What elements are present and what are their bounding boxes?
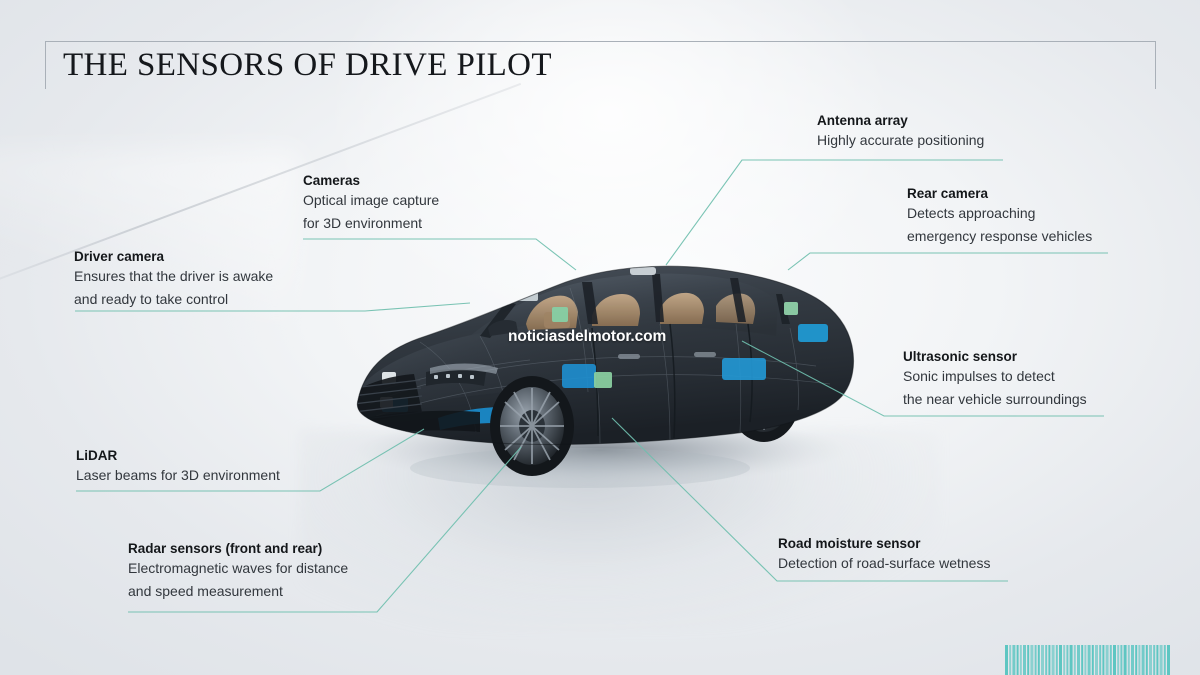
callout-title: Cameras [303,173,361,188]
callout-line: Sonic impulses to detect [903,368,1055,384]
hood-highlight [357,320,682,408]
vehicle-illustration [330,232,890,522]
vehicle-shadow-soft [410,448,750,488]
callout-title: Radar sensors (front and rear) [128,541,323,556]
studio-backdrop-light [0,150,300,330]
callout-ultrasonic-sensor: Ultrasonic sensor Sonic impulses to dete… [903,348,1087,410]
callout-lidar: LiDAR Laser beams for 3D environment [76,447,280,487]
sensor-antenna-array [630,267,656,275]
callout-line: for 3D environment [303,214,423,231]
sensor-ultrasonic-rear [798,324,828,342]
callout-line: Ensures that the driver is awake [74,268,274,284]
sensor-ultrasonic-side [722,358,766,380]
sensor-front-camera [516,290,538,301]
callout-title: LiDAR [76,448,118,463]
callout-driver-camera: Driver camera Ensures that the driver is… [74,248,273,310]
callout-rear-camera: Rear camera Detects approaching emergenc… [907,185,1092,247]
callout-title: Rear camera [907,186,989,201]
sensor-driver-camera [552,307,568,322]
vehicle-cutaway-svg [352,265,855,488]
callout-title: Driver camera [74,249,165,264]
callout-cameras: Cameras Optical image capture for 3D env… [303,172,439,234]
callout-line: Detection of road-surface wetness [778,555,991,571]
callout-title: Antenna array [817,113,908,128]
callout-line: Optical image capture [303,192,440,208]
door-handles [618,352,716,359]
callout-road-moisture-sensor: Road moisture sensor Detection of road-s… [778,535,990,575]
daytime-running-light [430,363,498,374]
callout-line: Highly accurate positioning [817,132,985,148]
barcode-graphic [1000,641,1200,675]
callout-line: emergency response vehicles [907,227,1093,244]
callout-radar-sensors: Radar sensors (front and rear) Electroma… [128,540,348,602]
headlight [426,369,486,386]
callout-line: and speed measurement [128,582,283,599]
grille-slats [357,379,423,421]
sensor-rear-camera [784,302,798,315]
barcode-bars [1005,645,1170,675]
callout-line: Electromagnetic waves for distance [128,560,349,576]
side-mirror [488,320,518,336]
front-wheel [490,376,574,476]
headlight-leds [434,374,474,379]
callout-line: Laser beams for 3D environment [76,467,280,483]
page-title: THE SENSORS OF DRIVE PILOT [63,47,552,83]
callout-title: Ultrasonic sensor [903,349,1018,364]
callout-line: the near vehicle surroundings [903,390,1087,407]
callout-antenna-array: Antenna array Highly accurate positionin… [817,112,984,152]
callout-line: and ready to take control [74,290,229,307]
sensor-ultrasonic-front-side [562,364,596,388]
site-watermark: noticiasdelmotor.com [508,328,667,345]
callout-line: Detects approaching [907,205,1036,221]
sensor-road-moisture [594,372,612,388]
callout-title: Road moisture sensor [778,536,921,551]
